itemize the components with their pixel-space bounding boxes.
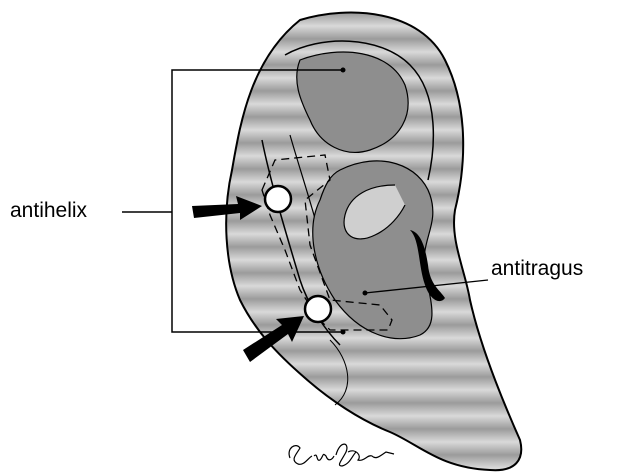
label-antitragus: antitragus: [491, 257, 583, 281]
label-antihelix: antihelix: [10, 199, 87, 223]
artist-signature: [289, 444, 394, 466]
point-lower-icon: [305, 296, 331, 322]
point-upper-icon: [265, 186, 291, 212]
